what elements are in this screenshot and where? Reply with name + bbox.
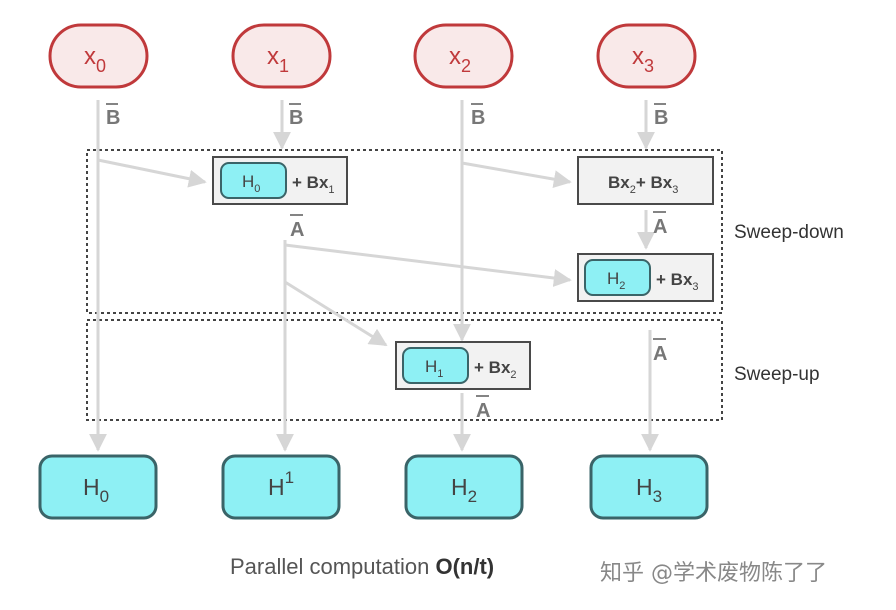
b-bar-label-3: B (654, 103, 668, 129)
op-box-bx2-bx3: Bx2+ Bx3 (577, 156, 714, 205)
svg-text:x1: x1 (267, 43, 289, 76)
svg-text:H0: H0 (83, 474, 109, 506)
svg-text:B: B (106, 107, 120, 129)
watermark: 知乎 @学术废物陈了了 (600, 561, 827, 586)
svg-text:A: A (653, 216, 667, 238)
arrow-h0box-to-h1box (284, 280, 388, 347)
input-node-x0: x0 (48, 23, 149, 89)
svg-text:H3: H3 (636, 474, 662, 506)
b-bar-label-1: B (289, 103, 303, 129)
svg-text:+ Bx3: + Bx3 (656, 270, 699, 293)
sweep-up-region (86, 319, 723, 421)
a-bar-label-2: A (653, 338, 667, 365)
sweep-down-label: Sweep-down (734, 222, 844, 243)
a-bar-label-3: A (476, 395, 490, 422)
svg-text:+ Bx2: + Bx2 (474, 358, 517, 381)
svg-text:H1: H1 (425, 357, 443, 380)
svg-text:B: B (654, 107, 668, 129)
svg-text:A: A (476, 400, 490, 422)
arrow-h0box-to-h2box (284, 243, 572, 287)
output-node-h0: H0 (38, 454, 158, 520)
op-box-h2-bx3: H2 + Bx3 (577, 253, 714, 302)
svg-text:x3: x3 (632, 43, 654, 76)
output-node-h3: H3 (589, 454, 709, 520)
arrow-x2-to-bx2box (461, 161, 572, 189)
a-bar-label-1: A (653, 211, 667, 238)
svg-text:B: B (289, 107, 303, 129)
svg-text:x2: x2 (449, 43, 471, 76)
sweep-down-region (86, 149, 723, 314)
a-bar-label-0: A (290, 214, 304, 241)
input-node-x3: x3 (596, 23, 697, 89)
sweep-up-label: Sweep-up (734, 364, 820, 385)
svg-text:A: A (653, 343, 667, 365)
input-node-x1: x1 (231, 23, 332, 89)
b-bar-label-0: B (106, 103, 120, 129)
svg-text:A: A (290, 219, 304, 241)
caption: Parallel computation O(n/t) (230, 554, 494, 579)
svg-text:H1: H1 (268, 468, 294, 500)
op-box-h0-bx1: H0 + Bx1 (212, 156, 348, 205)
svg-text:H0: H0 (242, 172, 260, 195)
svg-text:Bx2+ Bx3: Bx2+ Bx3 (608, 173, 678, 196)
arrow-x0-to-h0box (97, 158, 207, 188)
svg-text:x0: x0 (84, 43, 106, 76)
op-box-h1-bx2: H1 + Bx2 (395, 341, 531, 390)
svg-text:H2: H2 (607, 269, 625, 292)
svg-text:H2: H2 (451, 474, 477, 506)
svg-text:B: B (471, 107, 485, 129)
input-node-x2: x2 (413, 23, 514, 89)
output-node-h2: H2 (404, 454, 524, 520)
b-bar-label-2: B (471, 103, 485, 129)
output-node-h1: H1 (221, 454, 341, 520)
svg-text:+ Bx1: + Bx1 (292, 173, 335, 196)
